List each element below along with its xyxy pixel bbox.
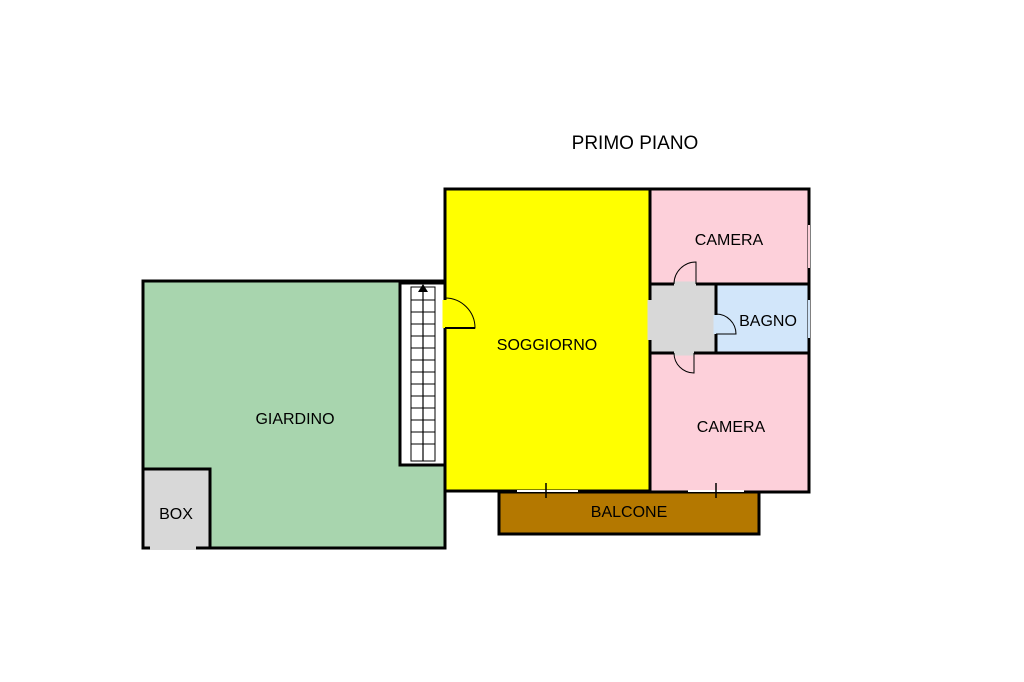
door-swing-icon [673,261,697,285]
room-balcone [497,490,761,536]
stair-arrow-icon [418,284,428,292]
room-bagno [714,282,811,355]
label-camera-bottom: CAMERA [697,419,766,436]
room-disimpegno [648,282,718,355]
door-swing-icon [715,313,737,335]
label-giardino: GIARDINO [255,411,334,428]
staircase [398,281,447,467]
room-soggiorno [443,187,652,493]
floor-title: PRIMO PIANO [571,133,699,154]
door-swing-icon [673,352,695,374]
label-soggiorno: SOGGIORNO [497,337,597,354]
label-camera-top: CAMERA [695,232,764,249]
label-balcone: BALCONE [591,504,667,521]
label-bagno: BAGNO [739,313,797,330]
door-swing-icon [444,297,476,329]
label-box: BOX [159,506,193,523]
